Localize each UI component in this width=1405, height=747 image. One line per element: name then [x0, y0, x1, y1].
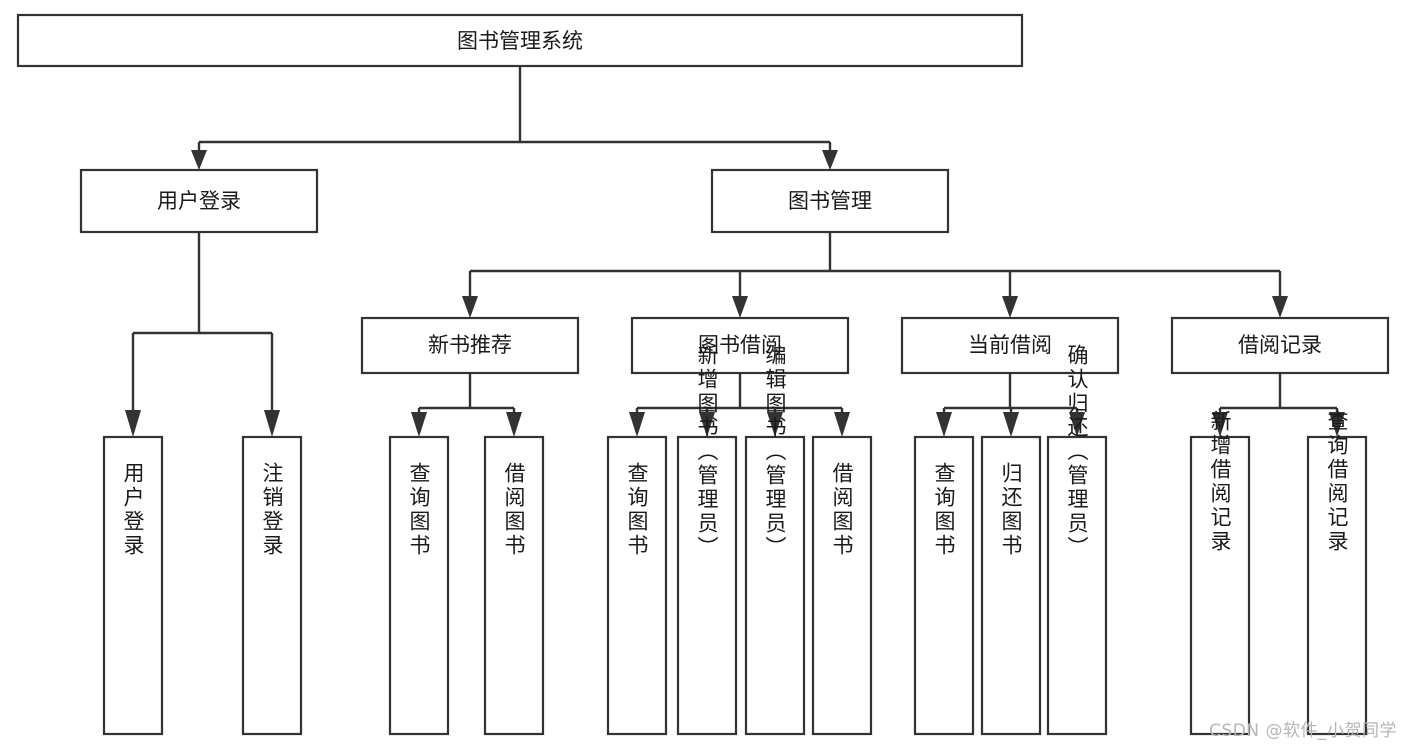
leaf-confirm-return-admin[interactable]: 确认归还（管理员）: [1046, 344, 1108, 736]
leaf-user-login[interactable]: 用户登录: [102, 435, 164, 736]
arrow-current-leaf-1: [936, 412, 952, 437]
arrow-borrow-leaf-3: [767, 412, 783, 437]
leaf-add-borrow-record[interactable]: 新增借阅记录: [1189, 410, 1251, 736]
leaf-query-borrow-record-label: 查询借阅记录: [1325, 410, 1349, 554]
leaf-query-book-1-box[interactable]: [388, 435, 450, 736]
leaf-add-book-admin[interactable]: 新增图书（管理员）: [676, 344, 738, 736]
node-root[interactable]: 图书管理系统: [16, 13, 1024, 68]
leaf-logout-box[interactable]: [241, 435, 303, 736]
leaf-edit-book-admin[interactable]: 编辑图书（管理员）: [744, 344, 806, 736]
leaf-query-borrow-record[interactable]: 查询借阅记录: [1306, 410, 1368, 736]
node-root-label: 图书管理系统: [457, 29, 583, 53]
arrow-book-manage-to-new-book: [462, 296, 478, 318]
leaf-return-book-label: 归还图书: [999, 462, 1023, 558]
arrow-borrow-leaf-2: [699, 412, 715, 437]
arrow-borrow-leaf-1: [629, 412, 645, 437]
arrow-book-manage-to-current: [1002, 296, 1018, 318]
leaf-return-book[interactable]: 归还图书: [980, 435, 1042, 736]
node-new-book-recommend-box[interactable]: [360, 316, 580, 375]
node-new-book-recommend[interactable]: 新书推荐: [360, 316, 580, 375]
leaf-borrow-book-2-box[interactable]: [811, 435, 873, 736]
node-current-borrow-box[interactable]: [900, 316, 1120, 375]
node-user-login-label: 用户登录: [157, 189, 241, 213]
node-book-borrow-box[interactable]: [630, 316, 850, 375]
arrow-user-login-leaf-2: [264, 410, 280, 437]
leaf-query-book-2-label: 查询图书: [625, 462, 649, 558]
leaf-logout[interactable]: 注销登录: [241, 435, 303, 736]
arrow-new-book-leaf-2: [506, 412, 522, 437]
node-book-manage[interactable]: 图书管理: [710, 168, 950, 234]
arrow-record-leaf-1: [1212, 412, 1228, 437]
node-user-login[interactable]: 用户登录: [79, 168, 319, 234]
leaf-user-login-label: 用户登录: [121, 462, 145, 558]
leaf-add-borrow-record-label: 新增借阅记录: [1208, 410, 1232, 554]
arrow-book-manage-to-borrow: [732, 296, 748, 318]
leaf-add-borrow-record-box[interactable]: [1189, 435, 1251, 736]
node-borrow-record-label: 借阅记录: [1238, 333, 1322, 357]
leaf-query-book-1-label: 查询图书: [407, 462, 431, 558]
leaf-edit-book-admin-label: 编辑图书（管理员）: [763, 344, 787, 560]
arrow-root-to-book-manage: [822, 150, 838, 170]
leaf-user-login-box[interactable]: [102, 435, 164, 736]
arrow-book-manage-to-record: [1272, 296, 1288, 318]
node-borrow-record[interactable]: 借阅记录: [1170, 316, 1390, 375]
leaf-add-book-admin-box[interactable]: [676, 435, 738, 736]
leaf-borrow-book-1-label: 借阅图书: [502, 462, 526, 558]
node-root-box[interactable]: [16, 13, 1024, 68]
node-current-borrow[interactable]: 当前借阅: [900, 316, 1120, 375]
leaf-confirm-return-admin-box[interactable]: [1046, 435, 1108, 736]
node-book-borrow-label: 图书借阅: [698, 333, 782, 357]
arrow-new-book-leaf-1: [411, 412, 427, 437]
leaf-borrow-book-2-label: 借阅图书: [830, 462, 854, 558]
leaf-query-borrow-record-box[interactable]: [1306, 435, 1368, 736]
leaf-borrow-book-1-box[interactable]: [483, 435, 545, 736]
arrow-current-leaf-2: [1003, 412, 1019, 437]
node-book-manage-label: 图书管理: [788, 189, 872, 213]
leaf-borrow-book-1[interactable]: 借阅图书: [483, 435, 545, 736]
leaf-query-book-2[interactable]: 查询图书: [606, 435, 668, 736]
arrow-root-to-user-login: [191, 150, 207, 170]
arrow-record-leaf-2: [1329, 412, 1345, 437]
leaf-borrow-book-2[interactable]: 借阅图书: [811, 435, 873, 736]
node-book-borrow[interactable]: 图书借阅: [630, 316, 850, 375]
leaf-query-book-3-label: 查询图书: [932, 462, 956, 558]
leaf-logout-label: 注销登录: [260, 462, 284, 558]
leaf-edit-book-admin-box[interactable]: [744, 435, 806, 736]
node-new-book-recommend-label: 新书推荐: [428, 333, 512, 357]
node-borrow-record-box[interactable]: [1170, 316, 1390, 375]
leaf-query-book-2-box[interactable]: [606, 435, 668, 736]
leaf-query-book-3-box[interactable]: [913, 435, 975, 736]
arrow-current-leaf-3: [1069, 412, 1085, 437]
arrow-user-login-leaf-1: [125, 410, 141, 437]
node-book-manage-box[interactable]: [710, 168, 950, 234]
node-current-borrow-label: 当前借阅: [968, 333, 1052, 357]
leaf-query-book-1[interactable]: 查询图书: [388, 435, 450, 736]
leaf-add-book-admin-label: 新增图书（管理员）: [695, 344, 719, 560]
leaf-confirm-return-admin-label: 确认归还（管理员）: [1065, 344, 1089, 560]
node-user-login-box[interactable]: [79, 168, 319, 234]
leaf-query-book-3[interactable]: 查询图书: [913, 435, 975, 736]
leaf-return-book-box[interactable]: [980, 435, 1042, 736]
arrow-borrow-leaf-4: [834, 412, 850, 437]
connector-layer: [125, 66, 1345, 437]
